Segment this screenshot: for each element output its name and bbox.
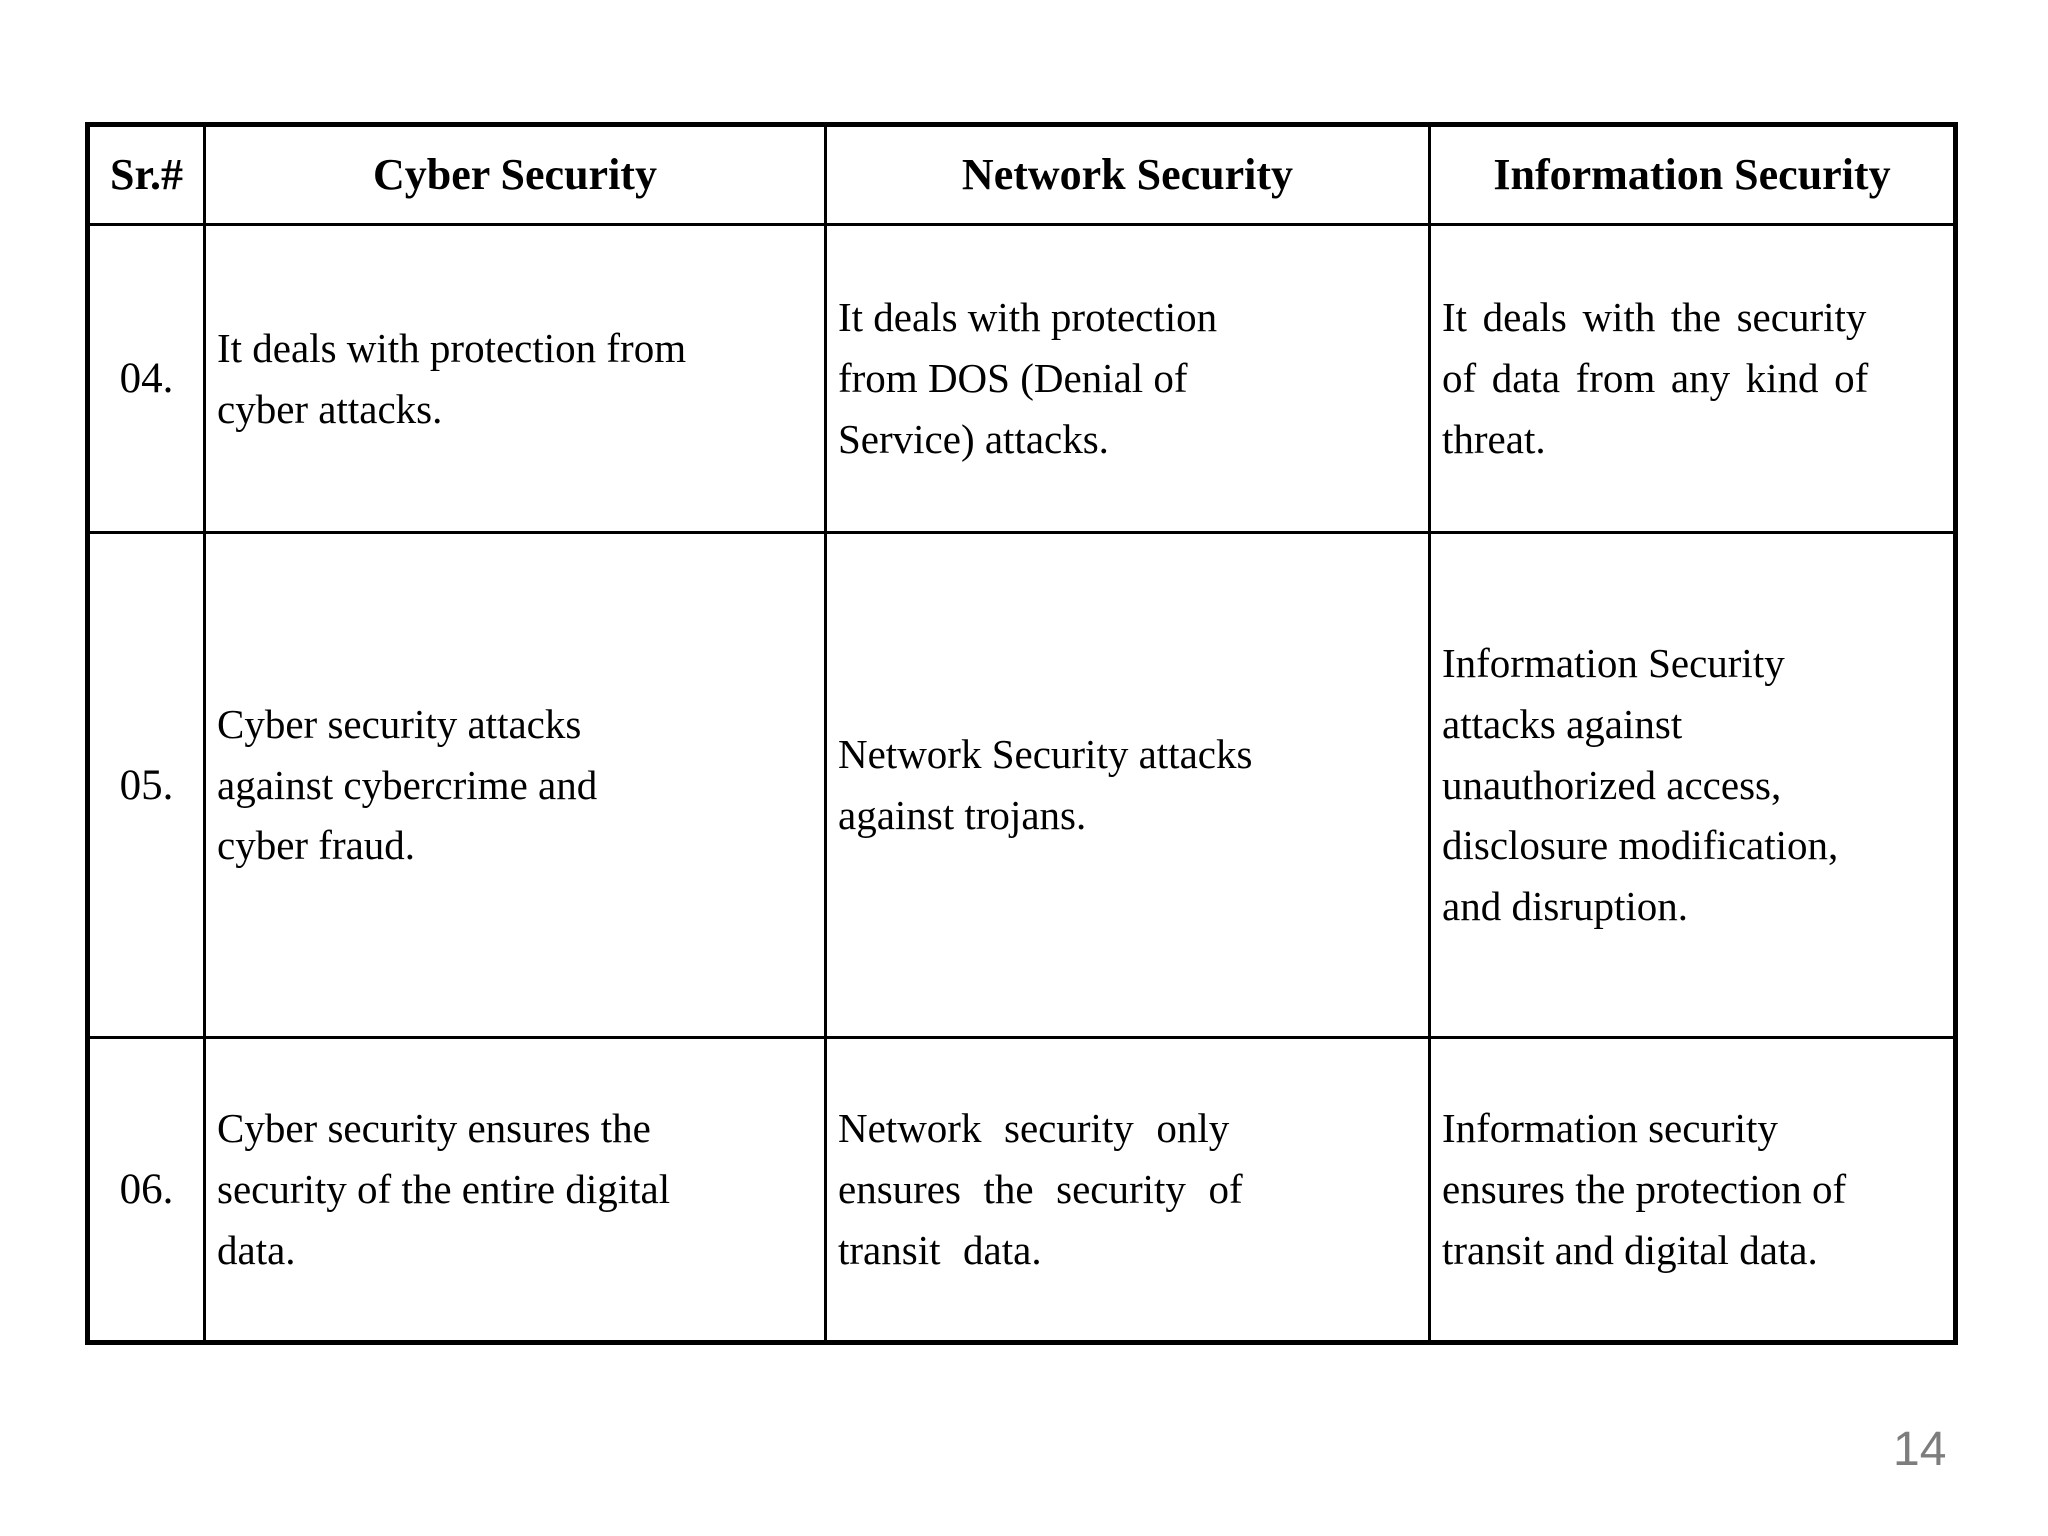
header-network-security: Network Security [824, 123, 1431, 226]
header-information-security: Information Security [1428, 123, 1957, 226]
table-header-row: Sr.# Cyber Security Network Security Inf… [86, 123, 1957, 226]
table-row-05: 05. Cyber security attacks against cyber… [86, 531, 1957, 1039]
cell-06-sr: 06. [86, 1036, 206, 1344]
cell-06-information-security: Information security ensures the protect… [1428, 1036, 1957, 1344]
table-row-04: 04. It deals with protection from cyber … [86, 223, 1957, 534]
table-row-06: 06. Cyber security ensures the security … [86, 1036, 1957, 1344]
cell-05-information-security: Information Security attacks against una… [1428, 531, 1957, 1039]
cell-04-cyber-security: It deals with protection from cyber atta… [203, 223, 827, 534]
header-sr: Sr.# [86, 123, 206, 226]
cell-04-sr: 04. [86, 223, 206, 534]
cell-04-network-security: It deals with protection from DOS (Denia… [824, 223, 1431, 534]
cell-06-cyber-security: Cyber security ensures the security of t… [203, 1036, 827, 1344]
cell-06-network-security: Network security only ensures the securi… [824, 1036, 1431, 1344]
cell-05-sr: 05. [86, 531, 206, 1039]
page-number: 14 [1893, 1423, 1947, 1476]
cell-05-network-security: Network Security attacks against trojans… [824, 531, 1431, 1039]
cell-04-information-security: It deals with the security of data from … [1428, 223, 1957, 534]
security-comparison-table: Sr.# Cyber Security Network Security Inf… [85, 122, 1958, 1345]
cell-05-cyber-security: Cyber security attacks against cybercrim… [203, 531, 827, 1039]
header-cyber-security: Cyber Security [203, 123, 827, 226]
